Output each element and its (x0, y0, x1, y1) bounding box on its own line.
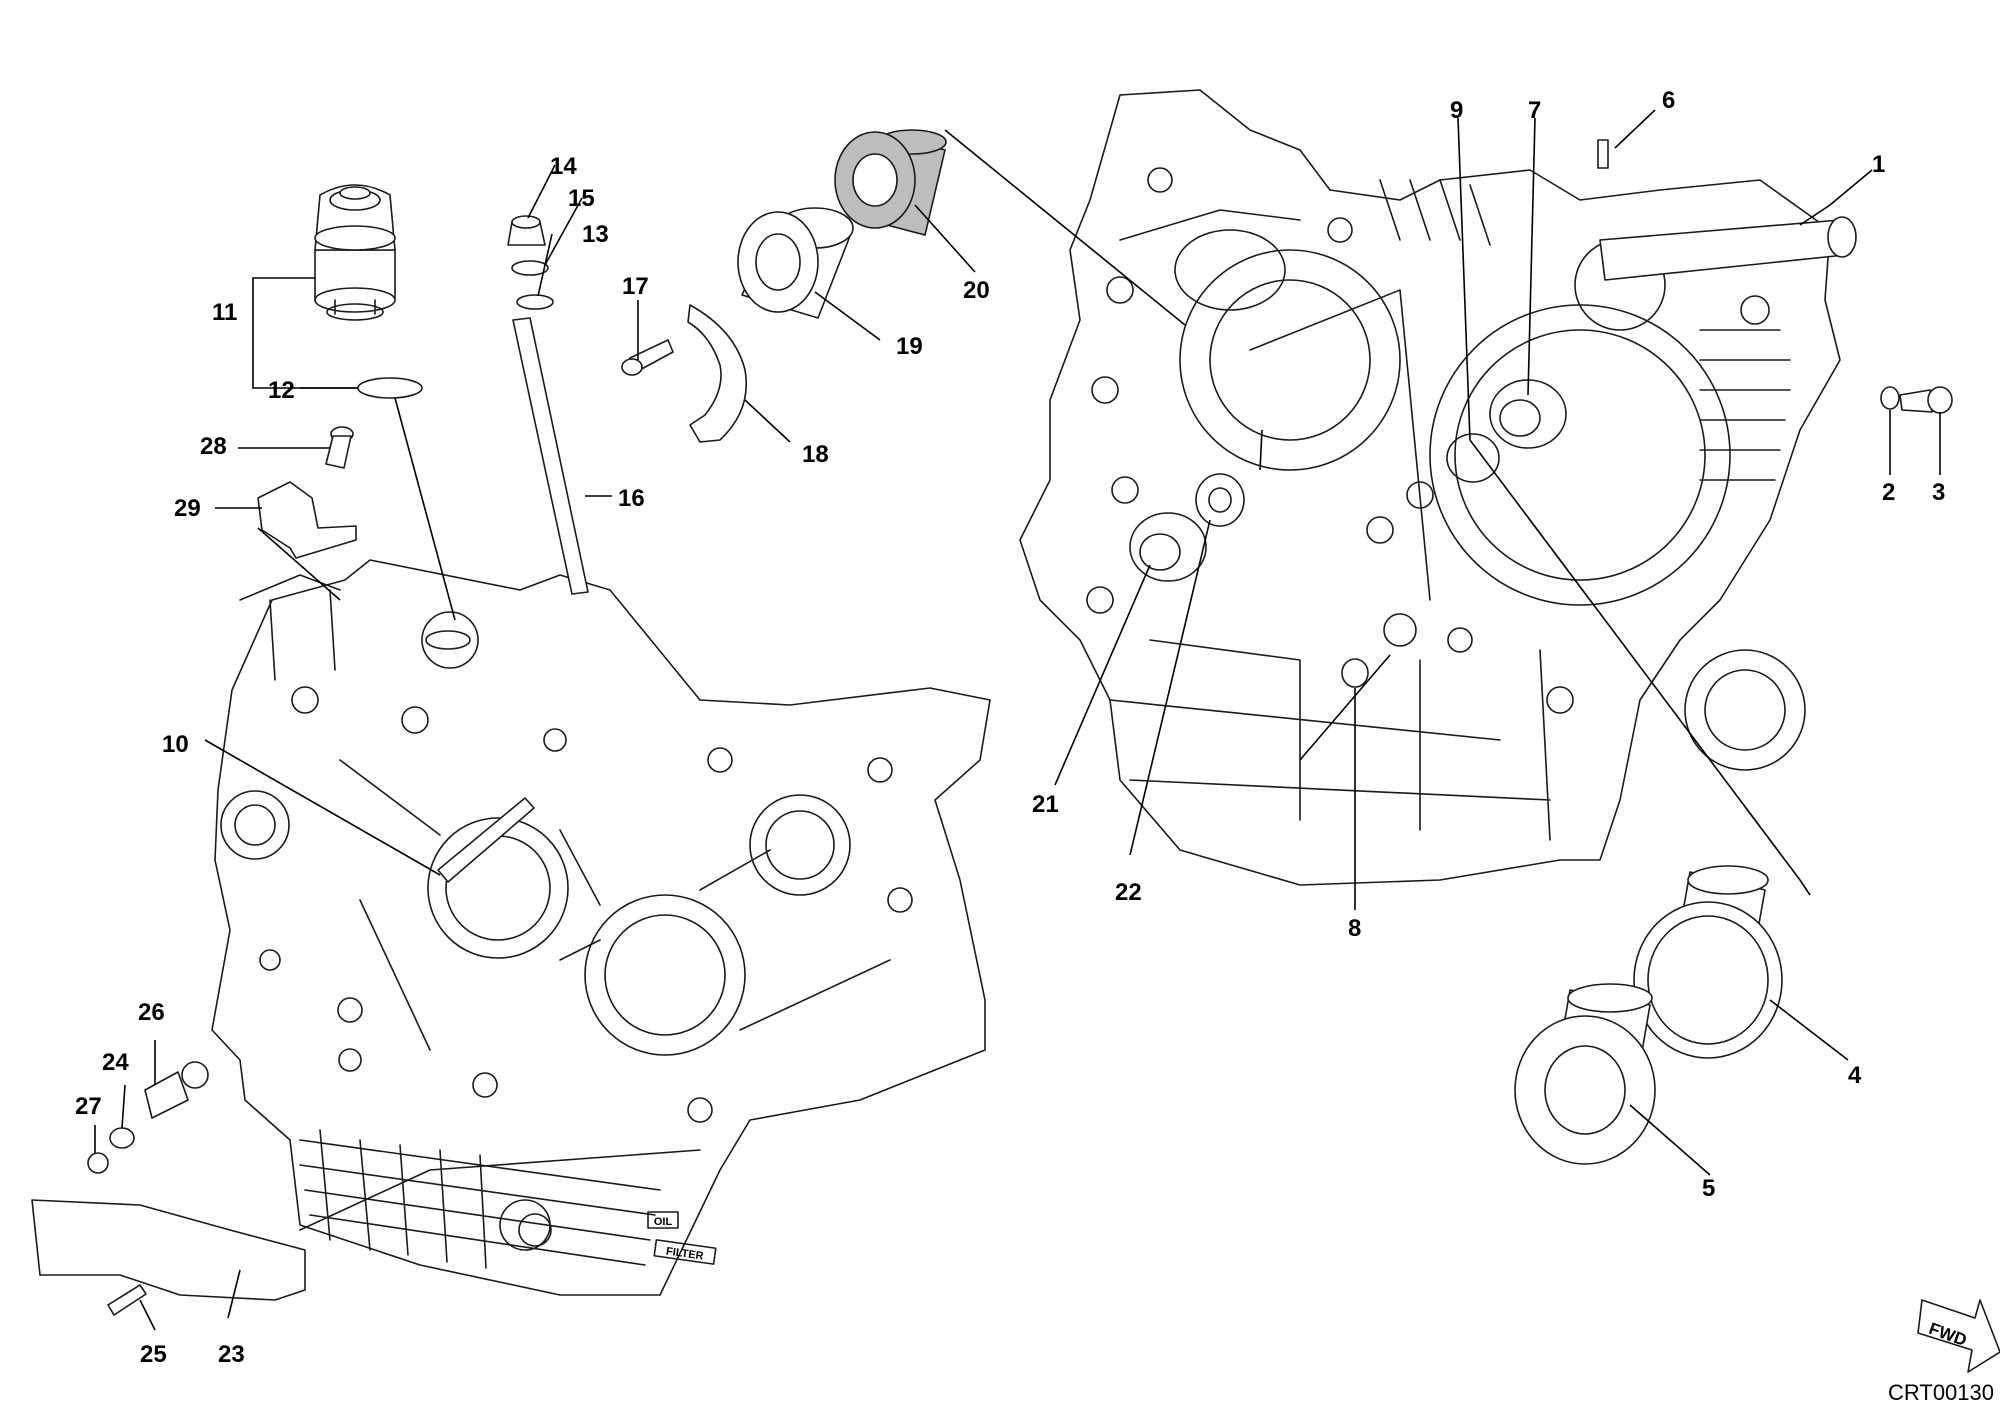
callout-29: 29 (174, 495, 201, 522)
callout-18: 18 (802, 441, 829, 468)
callout-21: 21 (1032, 791, 1059, 818)
callout-14: 14 (550, 153, 577, 180)
part-15-washer (511, 260, 549, 276)
part-28-bolt (325, 426, 354, 469)
part-4-bushing (1633, 865, 1783, 1059)
part-29-bracket (257, 481, 357, 559)
callout-8: 8 (1348, 915, 1361, 942)
callout-28: 28 (200, 433, 227, 460)
callout-15: 15 (568, 185, 595, 212)
callout-7: 7 (1528, 97, 1541, 124)
part-13-o-ring (516, 294, 554, 310)
leader-lines (94, 109, 1941, 1331)
left-crankcase-half: OIL FILTER (181, 559, 991, 1296)
part-14-nut (507, 215, 546, 246)
part-6-pin (1597, 139, 1609, 169)
filter-text: FILTER (665, 1245, 704, 1262)
callout-16: 16 (618, 485, 645, 512)
part-11-breather-cap (314, 184, 396, 321)
part-10-stud-bolt (437, 797, 535, 883)
callout-1: 1 (1872, 151, 1885, 178)
part-20-seal (834, 129, 947, 236)
callout-22: 22 (1115, 879, 1142, 906)
callout-26: 26 (138, 999, 165, 1026)
part-26-sensor-sleeve (144, 1071, 189, 1119)
part-5-bearing (1514, 983, 1656, 1165)
callout-25: 25 (140, 1341, 167, 1368)
callout-27: 27 (75, 1093, 102, 1120)
callout-19: 19 (896, 333, 923, 360)
callout-3: 3 (1932, 479, 1945, 506)
callout-labels: 1 2 3 4 5 6 7 8 9 10 11 12 13 14 15 16 1… (75, 87, 1945, 1368)
callout-24: 24 (102, 1049, 129, 1076)
part-16-stud (512, 317, 589, 595)
callout-5: 5 (1702, 1175, 1715, 1202)
callout-6: 6 (1662, 87, 1675, 114)
part-24-spacer (109, 1127, 135, 1149)
part-22-washer (1195, 473, 1245, 527)
oil-text: OIL (654, 1216, 673, 1228)
callout-17: 17 (622, 273, 649, 300)
part-3-bolt (1899, 386, 1953, 414)
callout-9: 9 (1450, 97, 1463, 124)
part-12-o-ring (357, 377, 423, 399)
part-18-retaining-plate (687, 304, 748, 443)
callout-11: 11 (212, 299, 237, 326)
callout-10: 10 (162, 731, 189, 758)
callout-12: 12 (268, 377, 295, 404)
part-17-bolt (621, 339, 674, 376)
callout-23: 23 (218, 1341, 245, 1368)
forward-arrow: FWD (1917, 1299, 2000, 1373)
part-8-o-ring (1341, 658, 1369, 688)
part-21-bearing (1129, 512, 1207, 582)
part-9-circlip (1446, 433, 1500, 483)
drawing-code: CRT00130 (1888, 1380, 1994, 1405)
callout-13: 13 (582, 221, 609, 248)
part-25-bolt (107, 1284, 147, 1316)
part-19-bearing (737, 207, 854, 319)
callout-2: 2 (1882, 479, 1895, 506)
right-crankcase-half (1019, 89, 1857, 886)
part-23-bracket (31, 1199, 306, 1301)
callout-4: 4 (1848, 1062, 1862, 1089)
part-2-washer (1880, 386, 1900, 410)
callout-20: 20 (963, 277, 990, 304)
part-27-nut (87, 1152, 109, 1174)
